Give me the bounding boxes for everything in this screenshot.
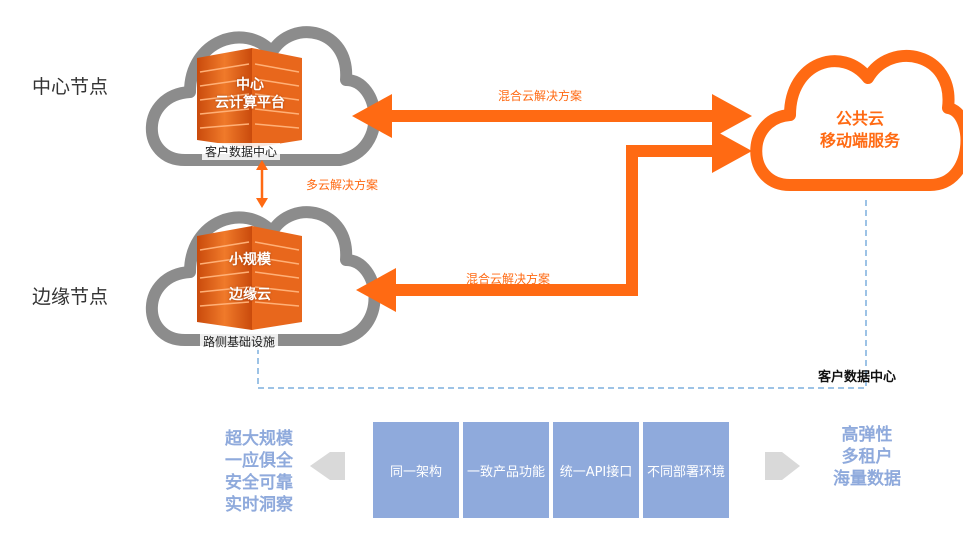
right-feature-item: 高弹性 [841, 425, 893, 445]
edge-server-line2: 边缘云 [229, 287, 271, 303]
edge-cloud-icon [145, 206, 381, 346]
center-server-icon [197, 48, 302, 148]
customer-dc-label: 客户数据中心 [818, 370, 897, 385]
top-hybrid-arrow [352, 94, 752, 138]
right-feature-item: 海量数据 [833, 469, 901, 489]
left-feature-item: 超大规模 [225, 429, 293, 449]
edge-server-line1: 小规模 [229, 252, 271, 268]
center-cloud-caption: 客户数据中心 [202, 143, 281, 160]
left-feature-list: 超大规模 一应俱全 安全可靠 实时洞察 [214, 428, 304, 516]
center-server-title: 中心 云计算平台 [200, 76, 300, 112]
dashed-connector [257, 196, 867, 389]
center-cloud-icon [145, 26, 381, 166]
center-server-line2: 云计算平台 [215, 95, 285, 111]
feature-box: 不同部署环境 [643, 422, 729, 518]
multi-cloud-label: 多云解决方案 [306, 178, 379, 192]
edge-node-label: 边缘节点 [32, 286, 109, 308]
multi-cloud-arrow [256, 160, 268, 208]
center-node-label: 中心节点 [32, 76, 109, 98]
public-cloud-icon [750, 50, 963, 191]
public-cloud-line1: 公共云 [835, 109, 884, 128]
public-cloud-line2: 移动端服务 [819, 131, 900, 150]
right-feature-list: 高弹性 多租户 海量数据 [822, 424, 912, 490]
left-chevron-icon [310, 452, 330, 480]
left-feature-item: 安全可靠 [225, 473, 293, 493]
right-chevron-icon [765, 452, 800, 480]
right-feature-item: 多租户 [841, 447, 893, 467]
center-server-line1: 中心 [236, 77, 264, 93]
edge-cloud-caption: 路侧基础设施 [200, 333, 279, 350]
edge-server-icon [197, 226, 302, 330]
left-chevron-tail [330, 452, 345, 480]
bottom-hybrid-label: 混合云解决方案 [466, 272, 551, 286]
left-feature-item: 一应俱全 [225, 451, 293, 471]
feature-box: 同一架构 [373, 422, 459, 518]
feature-box: 统一API接口 [553, 422, 639, 518]
bottom-hybrid-arrow [356, 129, 752, 312]
left-feature-item: 实时洞察 [225, 495, 293, 515]
top-hybrid-label: 混合云解决方案 [498, 89, 583, 103]
public-cloud-text: 公共云 移动端服务 [800, 108, 920, 152]
feature-box: 一致产品功能 [463, 422, 549, 518]
